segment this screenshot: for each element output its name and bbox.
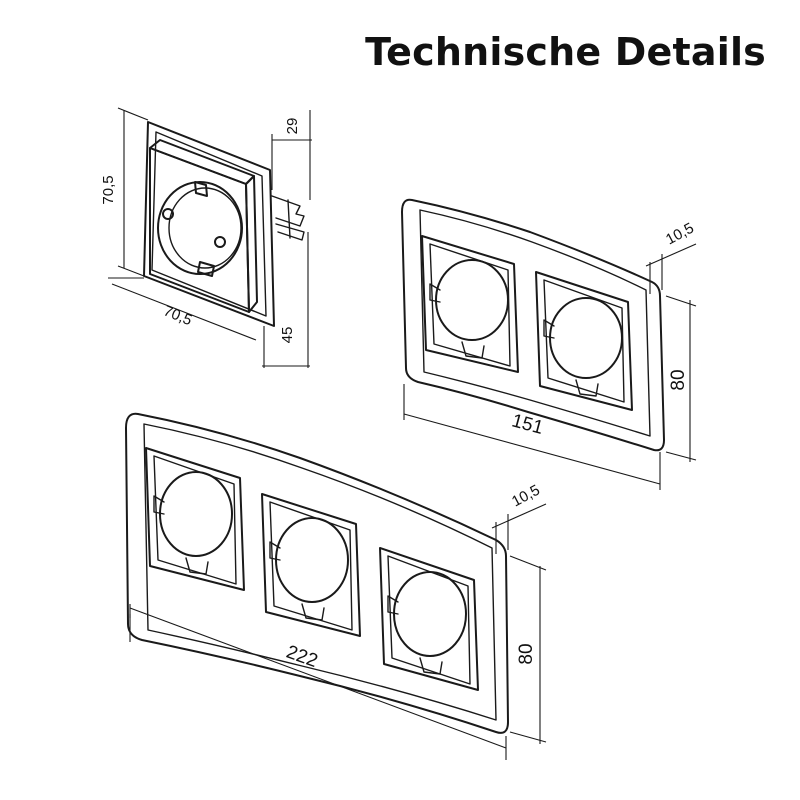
triple-frame-opening-1-inner [153,455,237,585]
triple-frame-insert-2 [275,517,349,603]
triple-frame-opening-3-inner [387,555,471,685]
socket-cover-side [245,175,258,313]
double-frame-opening-right [535,271,633,411]
triple-frame-drawing: 222 80 10,5 [125,412,547,760]
mount-clip-upper [271,195,305,227]
triple-frame-depth-label: 10,5 [509,482,543,511]
triple-frame-tab-3a [387,595,399,615]
triple-frame-tab-1b [185,557,209,575]
double-frame-insert-left [435,259,509,341]
dim-line-triple-width [129,607,507,749]
double-frame-bevel [419,209,651,437]
earth-clip-top [194,181,208,197]
double-frame-opening-left-inner [429,243,511,367]
dim-ext-socket-height-top [117,107,149,121]
triple-frame-opening-2-inner [269,501,353,631]
double-frame-insert-right [549,297,623,379]
socket-outer-plate [143,121,275,327]
triple-frame-opening-3 [379,547,479,691]
dim-ext-socket-height-bottom [117,265,145,277]
triple-frame-opening-1 [145,447,245,591]
socket-clip-label: 29 [284,118,301,135]
triple-frame-tab-2a [269,541,281,561]
dim-ext-triple-height-bottom [509,731,547,743]
double-frame-opening-left [421,235,519,373]
socket-depth-label: 45 [279,327,296,344]
socket-cover-top [149,139,255,185]
dim-line-double-depth [645,243,697,267]
dim-ext-triple-height-top [509,555,547,571]
dim-ext-double-height-bottom [665,451,697,461]
pin-hole-right [214,236,226,248]
triple-frame-insert-1 [159,471,233,557]
dim-line-double-width [403,413,661,485]
pin-hole-left [162,208,174,220]
socket-cover-front [149,147,250,313]
socket-height-label: 70,5 [100,175,117,204]
double-frame-tab-left-1 [429,283,441,303]
socket-well [157,181,243,275]
dim-line-socket-width [111,283,257,341]
socket-insert-drawing: 70,5 70,5 45 29 [100,107,312,368]
triple-frame-tab-1a [153,495,165,515]
earth-clip-bottom [197,261,215,277]
double-frame-drawing: 151 80 10,5 [401,198,697,490]
double-frame-height-label: 80 [668,369,689,390]
triple-frame-opening-2 [261,493,361,637]
double-frame-tab-right-2 [575,379,599,397]
triple-frame-tab-2b [301,603,325,621]
socket-well-inner [168,187,242,269]
mount-clip-screw [287,199,291,239]
dim-ext-double-height-top [665,295,697,307]
double-frame-tab-right-1 [543,319,555,339]
socket-width-label: 70,5 [161,302,194,329]
page-title: Technische Details [365,30,766,74]
dim-line-triple-depth [491,503,547,529]
double-frame-tab-left-2 [461,341,485,359]
double-frame-outer [401,198,665,452]
double-frame-depth-label: 10,5 [663,220,697,249]
triple-frame-insert-3 [393,571,467,657]
socket-inner-plate [151,131,267,317]
triple-frame-height-label: 80 [516,643,537,664]
triple-frame-outer [125,412,509,734]
triple-frame-tab-3b [419,657,443,675]
